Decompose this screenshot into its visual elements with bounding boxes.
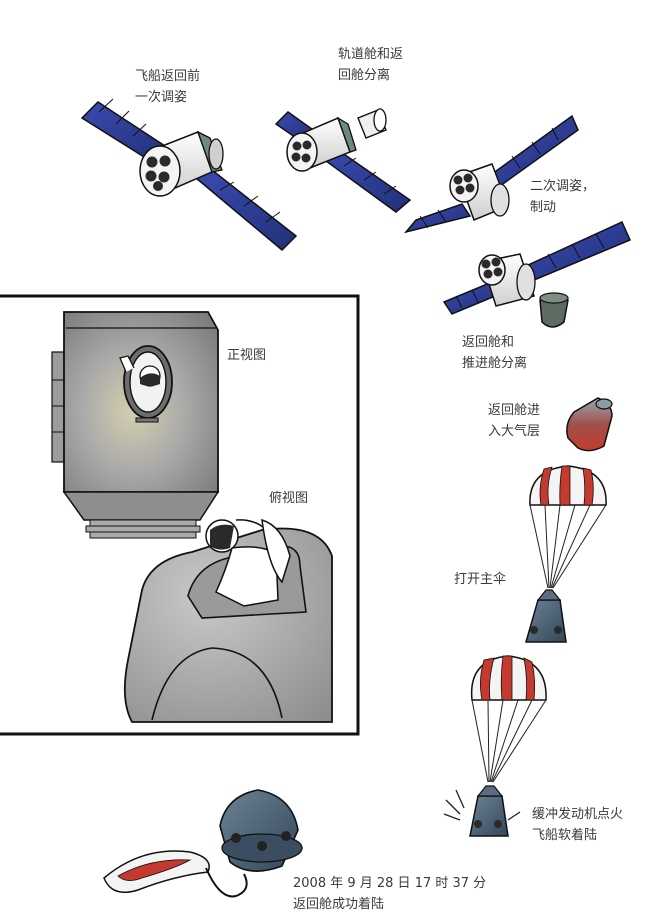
spacecraft-4 — [442, 221, 631, 328]
spacecraft-2 — [274, 108, 412, 213]
spacecraft-3 — [403, 114, 579, 234]
spacecraft-body — [478, 253, 536, 307]
hanging-capsule — [525, 589, 567, 643]
label-separate-propulsion: 返回舱和 推进舱分离 — [462, 335, 528, 371]
propulsion-module-detached — [539, 292, 569, 328]
solar-panel-right — [194, 169, 298, 252]
label-main-chute: 打开主伞 — [454, 572, 507, 587]
hatch-with-astronaut — [119, 345, 173, 423]
spacecraft-1 — [80, 98, 298, 252]
label-landed: 2008 年 9 月 28 日 17 时 37 分 返回舱成功着陆 — [293, 876, 487, 912]
collapsed-parachute — [103, 850, 210, 893]
solar-panel-left — [403, 203, 472, 234]
landed-capsule — [219, 789, 303, 872]
label-soft-landing: 缓冲发动机点火 飞船软着陆 — [532, 807, 624, 843]
spacecraft-body — [286, 116, 357, 172]
label-separate-orbital: 轨道舱和返 回舱分离 — [338, 47, 404, 83]
landed-scene — [103, 789, 303, 898]
soft-landing-scene — [443, 655, 547, 837]
parachute-canopy — [470, 655, 547, 701]
retro-rocket-burst — [443, 789, 521, 821]
astronaut — [205, 518, 291, 607]
label-adjust1: 飞船返回前 一次调姿 — [135, 69, 201, 105]
label-top-view: 俯视图 — [269, 491, 309, 506]
reentry-capsule — [566, 397, 613, 452]
parachute-lines — [529, 504, 607, 589]
label-adjust2: 二次调姿， 制动 — [530, 179, 596, 215]
label-reentry: 返回舱进 入大气层 — [488, 403, 541, 439]
label-front-view: 正视图 — [227, 348, 267, 363]
solar-panel-right — [524, 221, 631, 281]
parachute-canopy — [529, 465, 607, 506]
reentry-module-top-view — [123, 518, 333, 723]
inset-box — [0, 294, 360, 736]
spacecraft-body — [449, 163, 510, 221]
spacecraft-body — [139, 130, 224, 197]
riser-cable — [205, 867, 248, 898]
parachute-lines — [471, 699, 547, 783]
main-parachute-scene — [525, 465, 607, 643]
solar-panel-right — [320, 149, 412, 213]
orbital-module — [357, 108, 387, 139]
reentry-module-front-view — [51, 311, 220, 539]
landing-capsule — [469, 785, 509, 837]
